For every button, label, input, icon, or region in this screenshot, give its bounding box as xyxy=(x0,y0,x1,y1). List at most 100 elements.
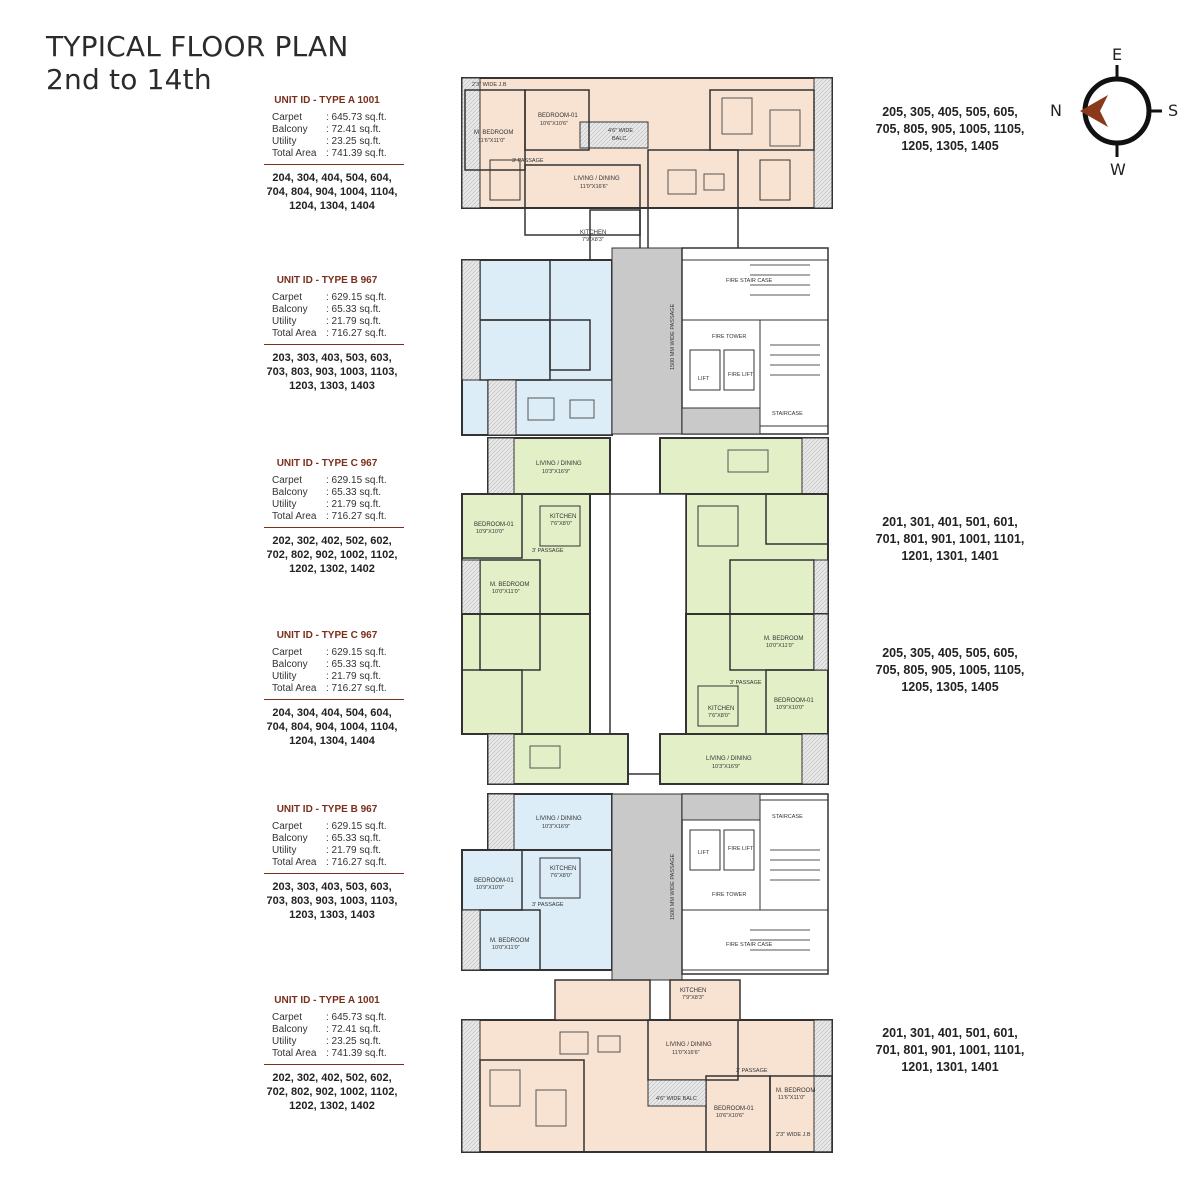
living-dining-label: LIVING / DINING xyxy=(574,176,620,182)
flat-numbers-line: 704, 804, 904, 1004, 1104, xyxy=(266,721,398,733)
flat-numbers-line: 1203, 1303, 1403 xyxy=(289,380,375,392)
kitchen-dim: 7'6"X8'0" xyxy=(550,873,572,879)
area-table: Carpet: 629.15 sq.ft. Balcony: 65.33 sq.… xyxy=(272,647,387,695)
bedroom-01-label: BEDROOM-01 xyxy=(714,1106,754,1112)
carpet-value: : 645.73 sq.ft. xyxy=(326,112,387,123)
right-flat-numbers-4: 201, 301, 401, 501, 601, 701, 801, 901, … xyxy=(855,1025,1045,1076)
master-bedroom-label: M. BEDROOM xyxy=(764,636,803,642)
right-flat-numbers-3: 205, 305, 405, 505, 605, 705, 805, 905, … xyxy=(855,645,1045,696)
staircase-label: STAIRCASE xyxy=(772,814,803,820)
utility-label: Utility xyxy=(272,1036,297,1047)
unit-type-c-lower: M. BEDROOM 10'0"X11'0" 3' PASSAGE BEDROO… xyxy=(461,613,829,785)
unit-id: UNIT ID - TYPE A 1001 xyxy=(274,95,380,106)
fire-tower-label: FIRE TOWER xyxy=(712,334,746,340)
flat-numbers: 204, 304, 404, 504, 604, 704, 804, 904, … xyxy=(252,171,412,213)
flat-numbers-line: 1202, 1302, 1402 xyxy=(289,563,375,575)
unit-id: UNIT ID - TYPE C 967 xyxy=(276,630,378,641)
balcony-label: Balcony xyxy=(272,1024,308,1035)
total-value: : 716.27 sq.ft. xyxy=(326,857,387,868)
living-dining-dim: 11'0"X16'6" xyxy=(672,1050,700,1056)
master-bedroom-dim: 10'0"X11'0" xyxy=(492,945,520,951)
flat-numbers-line: 203, 303, 403, 503, 603, xyxy=(272,881,392,893)
living-dining-dim: 10'3"X16'9" xyxy=(542,469,570,475)
flat-numbers-line: 201, 301, 401, 501, 601, xyxy=(882,1026,1018,1040)
carpet-value: : 629.15 sq.ft. xyxy=(326,821,387,832)
flat-numbers-line: 702, 802, 902, 1002, 1102, xyxy=(266,1086,398,1098)
unit-type-a-bottom: KITCHEN 7'9"X8'3" LIVING / DINING 11'0"X… xyxy=(461,979,833,1153)
flat-numbers-line: 204, 304, 404, 504, 604, xyxy=(272,172,392,184)
area-table: Carpet: 629.15 sq.ft. Balcony: 65.33 sq.… xyxy=(272,292,387,340)
total-label: Total Area xyxy=(272,328,317,339)
bedroom-01-label: BEDROOM-01 xyxy=(538,113,578,119)
unit-info-5: UNIT ID - TYPE B 967 Carpet: 629.15 sq.f… xyxy=(252,804,412,922)
flat-numbers-line: 701, 801, 901, 1001, 1101, xyxy=(875,1043,1025,1057)
bedroom-01-dim: 10'9"X10'0" xyxy=(476,885,504,891)
total-label: Total Area xyxy=(272,857,317,868)
master-bedroom-dim: 10'0"X11'0" xyxy=(766,643,794,649)
divider xyxy=(264,699,404,700)
flat-numbers-line: 1201, 1301, 1401 xyxy=(901,1060,999,1074)
divider xyxy=(264,344,404,345)
flat-numbers-line: 205, 305, 405, 505, 605, xyxy=(882,646,1018,660)
flat-numbers-line: 202, 302, 402, 502, 602, xyxy=(272,1072,392,1084)
master-bedroom-dim: 11'6"X11'0" xyxy=(478,138,505,144)
living-dining-label: LIVING / DINING xyxy=(536,816,582,822)
kitchen-label: KITCHEN xyxy=(550,514,576,520)
balcony-label: Balcony xyxy=(272,304,308,315)
balcony-label: 4'6" WIDE BALC xyxy=(656,1096,697,1102)
flat-numbers-line: 1204, 1304, 1404 xyxy=(289,735,375,747)
fire-lift-label: FIRE LIFT xyxy=(728,846,754,852)
central-void xyxy=(609,493,687,775)
flat-numbers-line: 703, 803, 903, 1003, 1103, xyxy=(266,895,398,907)
flat-numbers: 203, 303, 403, 503, 603, 703, 803, 903, … xyxy=(252,880,412,922)
utility-label: Utility xyxy=(272,845,297,856)
flat-numbers-line: 1205, 1305, 1405 xyxy=(901,680,999,694)
passage-label: 3' PASSAGE xyxy=(532,548,564,554)
fire-lift-label: FIRE LIFT xyxy=(728,372,754,378)
total-value: : 741.39 sq.ft. xyxy=(326,148,387,159)
balcony-label: 4'6" WIDE xyxy=(608,128,633,134)
fire-tower-label: FIRE TOWER xyxy=(712,892,746,898)
unit-id: UNIT ID - TYPE A 1001 xyxy=(274,995,380,1006)
area-table: Carpet: 629.15 sq.ft. Balcony: 65.33 sq.… xyxy=(272,821,387,869)
unit-info-4: UNIT ID - TYPE C 967 Carpet: 629.15 sq.f… xyxy=(252,630,412,748)
flat-numbers-line: 1201, 1301, 1401 xyxy=(901,549,999,563)
core-upper: FIRE STAIR CASE FIRE TOWER LIFT FIRE LIF… xyxy=(611,247,829,435)
flat-numbers-line: 704, 804, 904, 1004, 1104, xyxy=(266,186,398,198)
compass-s: S xyxy=(1168,101,1179,120)
compass: E N S W xyxy=(1050,45,1190,180)
carpet-value: : 645.73 sq.ft. xyxy=(326,1012,387,1023)
total-label: Total Area xyxy=(272,148,317,159)
compass-n: N xyxy=(1050,101,1062,120)
unit-info-2: UNIT ID - TYPE B 967 Carpet: 629.15 sq.f… xyxy=(252,275,412,393)
carpet-label: Carpet xyxy=(272,292,303,303)
passage-label: 3' PASSAGE xyxy=(532,902,564,908)
unit-id: UNIT ID - TYPE B 967 xyxy=(276,275,378,286)
flat-numbers-line: 205, 305, 405, 505, 605, xyxy=(882,105,1018,119)
bedroom-01-label: BEDROOM-01 xyxy=(774,698,814,704)
right-flat-numbers-2: 201, 301, 401, 501, 601, 701, 801, 901, … xyxy=(855,514,1045,565)
passage-label: 3' PASSAGE xyxy=(736,1068,768,1074)
living-dining-label: LIVING / DINING xyxy=(706,756,752,762)
master-bedroom-label: M. BEDROOM xyxy=(490,582,529,588)
total-value: : 716.27 sq.ft. xyxy=(326,683,387,694)
unit-type-b-upper xyxy=(461,259,613,436)
flat-numbers-line: 202, 302, 402, 502, 602, xyxy=(272,535,392,547)
utility-label: Utility xyxy=(272,136,297,147)
divider xyxy=(264,527,404,528)
utility-value: : 21.79 sq.ft. xyxy=(326,671,382,682)
flat-numbers: 204, 304, 404, 504, 604, 704, 804, 904, … xyxy=(252,706,412,748)
right-flat-numbers-1: 205, 305, 405, 505, 605, 705, 805, 905, … xyxy=(855,104,1045,155)
flat-numbers-line: 204, 304, 404, 504, 604, xyxy=(272,707,392,719)
balcony-label: Balcony xyxy=(272,833,308,844)
balcony-value: : 72.41 sq.ft. xyxy=(326,1024,382,1035)
balcony-value: : 65.33 sq.ft. xyxy=(326,304,382,315)
balcony-label: Balcony xyxy=(272,659,308,670)
utility-label: Utility xyxy=(272,316,297,327)
flat-numbers: 202, 302, 402, 502, 602, 702, 802, 902, … xyxy=(252,1071,412,1113)
living-dining-dim: 10'3"X16'9" xyxy=(542,824,570,830)
flat-numbers-line: 705, 805, 905, 1005, 1105, xyxy=(875,663,1025,677)
title-line-2: 2nd to 14th xyxy=(46,63,212,96)
carpet-label: Carpet xyxy=(272,112,303,123)
master-bedroom-label: M. BEDROOM xyxy=(474,130,513,136)
